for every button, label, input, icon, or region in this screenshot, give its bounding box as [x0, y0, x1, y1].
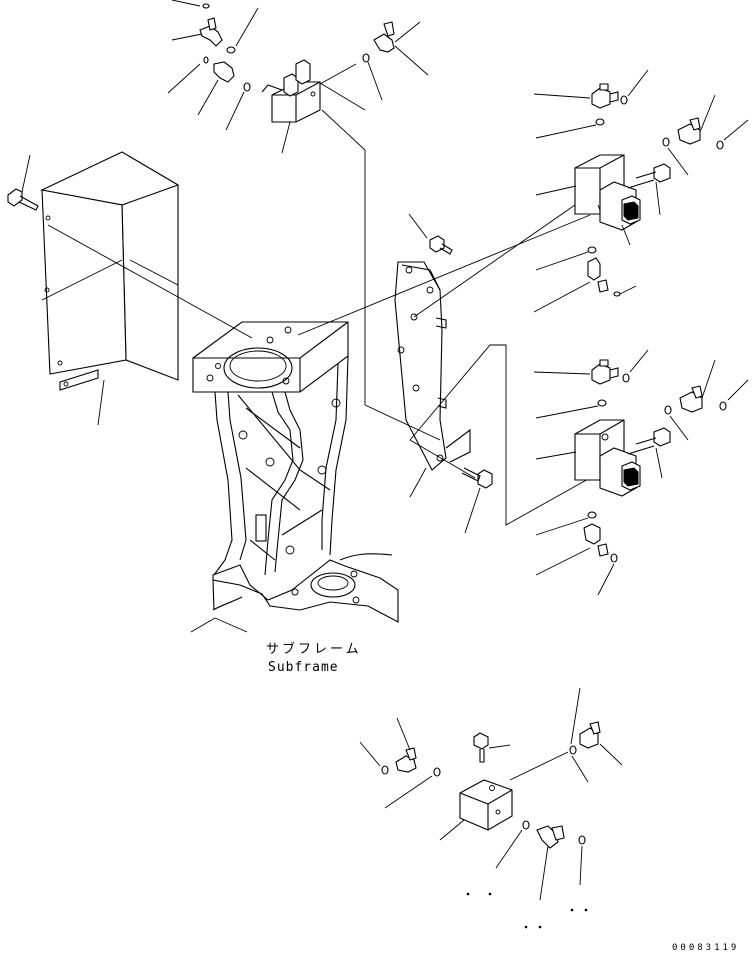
subframe-bracket [190, 321, 399, 633]
mounting-plate [394, 213, 493, 534]
drawing-number: 00083119 [672, 943, 739, 953]
solenoid-valve-upper [533, 69, 749, 313]
bolt-cover [7, 154, 39, 211]
solenoid-valve-lower [533, 349, 749, 596]
subframe-label-en: Subframe [268, 660, 339, 675]
valve-block-top [261, 59, 357, 154]
cover-panel [40, 151, 253, 426]
top-fittings [167, 0, 429, 131]
subframe-label-jp: サブフレーム [266, 641, 362, 657]
manifold-block-bottom [359, 687, 623, 929]
